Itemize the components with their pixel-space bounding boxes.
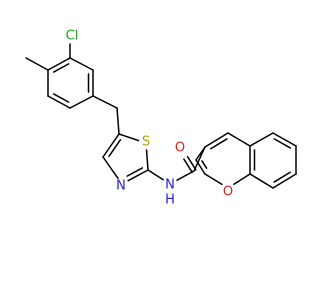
bond-carbonyl	[183, 158, 193, 173]
bond-thiazole	[145, 149, 149, 171]
bond-ring1	[47, 57, 71, 71]
bond-oxepine	[227, 132, 251, 147]
bond-benzo	[272, 132, 297, 147]
bond-c-oxepine	[193, 146, 206, 172]
bond-benzyl	[92, 95, 118, 109]
atom-label-cl-background	[65, 29, 79, 43]
bond-thiazole-inner	[108, 139, 122, 158]
bond-benzo-inner	[273, 171, 291, 183]
atom-label-s-background	[139, 135, 153, 149]
bond-thiazole	[102, 156, 119, 180]
bond-thiazole	[118, 133, 141, 142]
atom-label-n-ring: N	[116, 179, 126, 194]
atom-label-h-background	[163, 193, 177, 207]
bond-ring1-inner	[52, 63, 70, 73]
bond-benzo-inner	[273, 138, 292, 149]
bond-benzo	[249, 173, 274, 189]
bond-amide-c	[176, 170, 195, 181]
bond-amide-n	[147, 169, 165, 181]
bond-thiazole	[102, 133, 120, 158]
bond-ring1	[69, 95, 94, 109]
bond-thiazole-inner	[126, 167, 144, 177]
bond-ring1	[69, 57, 94, 71]
bond-benzyl	[116, 107, 120, 135]
bond-layer	[25, 43, 297, 189]
bond-carbonyl	[186, 155, 197, 171]
bond-oxepine-inner	[201, 160, 208, 169]
atom-label-o-carbonyl: O	[175, 141, 185, 156]
bond-c-methyl	[25, 57, 49, 71]
atom-label-n-ring-background	[114, 179, 128, 193]
atom-label-h: H	[165, 193, 175, 208]
atom-label-s: S	[142, 135, 150, 150]
atom-label-o-ring: O	[223, 185, 233, 200]
bond-oxepine	[204, 132, 229, 148]
bond-ring1	[47, 95, 71, 109]
atom-label-cl: Cl	[66, 29, 79, 44]
bond-oxepine	[233, 173, 251, 185]
bond-oxepine	[195, 159, 206, 175]
bond-ring1-inner	[52, 93, 70, 103]
atom-label-o-ring-background	[221, 185, 235, 199]
bond-oxepine-inner	[210, 138, 228, 150]
bond-benzo	[249, 132, 274, 147]
atom-label-nh: N	[165, 178, 175, 193]
bond-thiazole	[127, 169, 149, 182]
bond-oxepine	[195, 146, 206, 161]
atom-label-nh-background	[163, 178, 177, 192]
bond-benzo	[272, 173, 297, 189]
atom-label-o-carbonyl-background	[173, 141, 187, 155]
bond-oxepine	[204, 173, 223, 186]
